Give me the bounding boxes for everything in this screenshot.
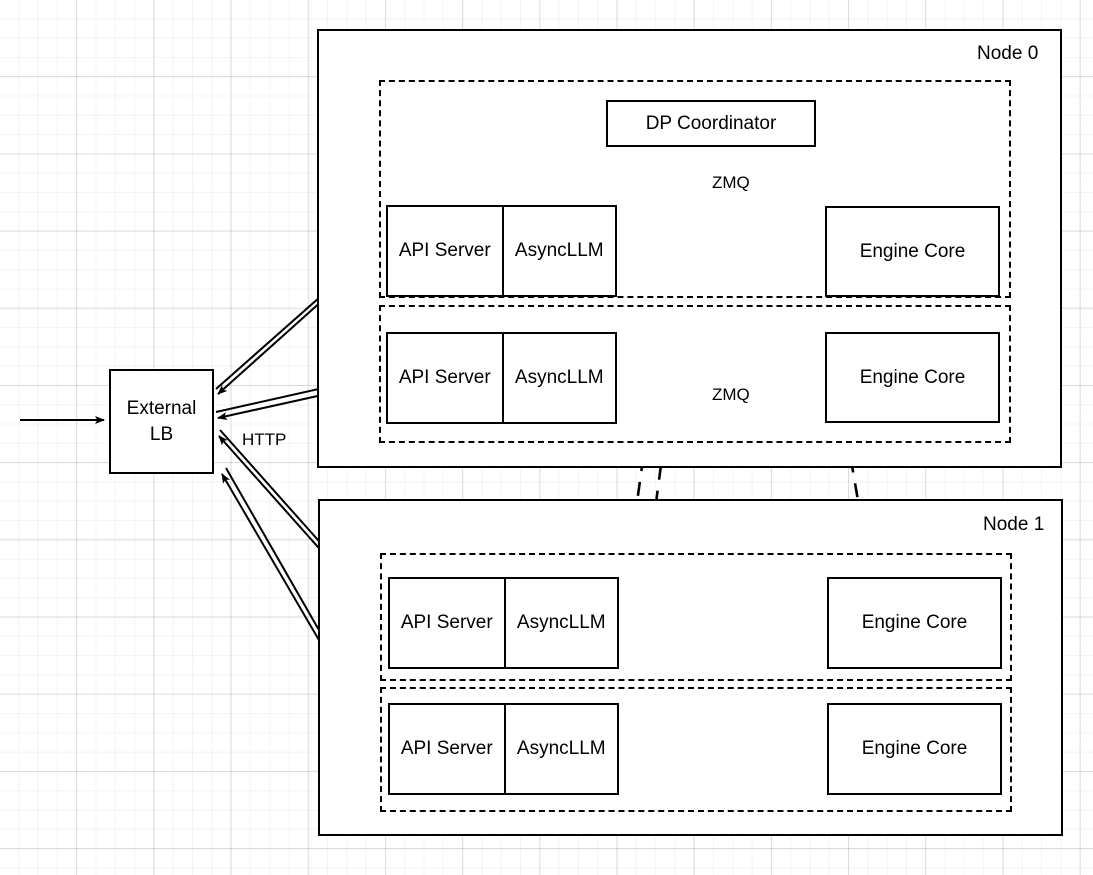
api-server-node0-dp0[interactable]: API Server bbox=[398, 240, 491, 261]
asyncllm-node1-dp1[interactable]: AsyncLLM bbox=[503, 705, 618, 793]
asyncllm-node1-dp0[interactable]: AsyncLLM bbox=[503, 579, 618, 667]
zmq-label-node0-dp1: ZMQ bbox=[712, 385, 750, 404]
api-server-node1-dp1[interactable]: API Server bbox=[400, 738, 493, 759]
http-label: HTTP bbox=[242, 430, 287, 449]
node1-label: Node 1 bbox=[983, 514, 1045, 535]
engine-core-node1-dp0[interactable]: Engine Core bbox=[827, 577, 1002, 669]
engine-core-node0-dp1-label: Engine Core bbox=[859, 366, 966, 388]
asyncllm-node0-dp0[interactable]: AsyncLLM bbox=[501, 207, 616, 295]
dp-coordinator-box[interactable]: DP Coordinator bbox=[606, 100, 816, 147]
dp-group-node1-dp0 bbox=[380, 553, 1012, 681]
external-lb-box[interactable]: External LB bbox=[109, 369, 214, 474]
node0-label: Node 0 bbox=[977, 43, 1039, 64]
api-server-node1-dp0[interactable]: API Server bbox=[400, 612, 493, 633]
engine-core-node1-dp1-label: Engine Core bbox=[861, 738, 968, 760]
dp-group-node1-dp1 bbox=[380, 687, 1012, 812]
api-server-node0-dp1[interactable]: API Server bbox=[398, 367, 491, 388]
dp-group-node0-dp1 bbox=[379, 305, 1011, 443]
asyncllm-node0-dp1[interactable]: AsyncLLM bbox=[501, 334, 616, 422]
external-lb-label-line1: External bbox=[126, 397, 197, 419]
dp-group-node0-dp0 bbox=[379, 80, 1011, 298]
engine-core-node1-dp1[interactable]: Engine Core bbox=[827, 703, 1002, 795]
unit-box-node1-dp1[interactable]: API Server AsyncLLM bbox=[388, 703, 619, 795]
dp-coordinator-label: DP Coordinator bbox=[645, 112, 777, 134]
unit-box-node1-dp0[interactable]: API Server AsyncLLM bbox=[388, 577, 619, 669]
unit-box-node0-dp0[interactable]: API Server AsyncLLM bbox=[386, 205, 617, 297]
engine-core-node0-dp0[interactable]: Engine Core bbox=[825, 206, 1000, 297]
engine-core-node0-dp1[interactable]: Engine Core bbox=[825, 332, 1000, 423]
zmq-label-node0-coordinator: ZMQ bbox=[712, 173, 750, 192]
external-lb-label-line2: LB bbox=[149, 423, 174, 445]
engine-core-node0-dp0-label: Engine Core bbox=[859, 240, 966, 262]
engine-core-node1-dp0-label: Engine Core bbox=[861, 612, 968, 634]
unit-box-node0-dp1[interactable]: API Server AsyncLLM bbox=[386, 332, 617, 424]
